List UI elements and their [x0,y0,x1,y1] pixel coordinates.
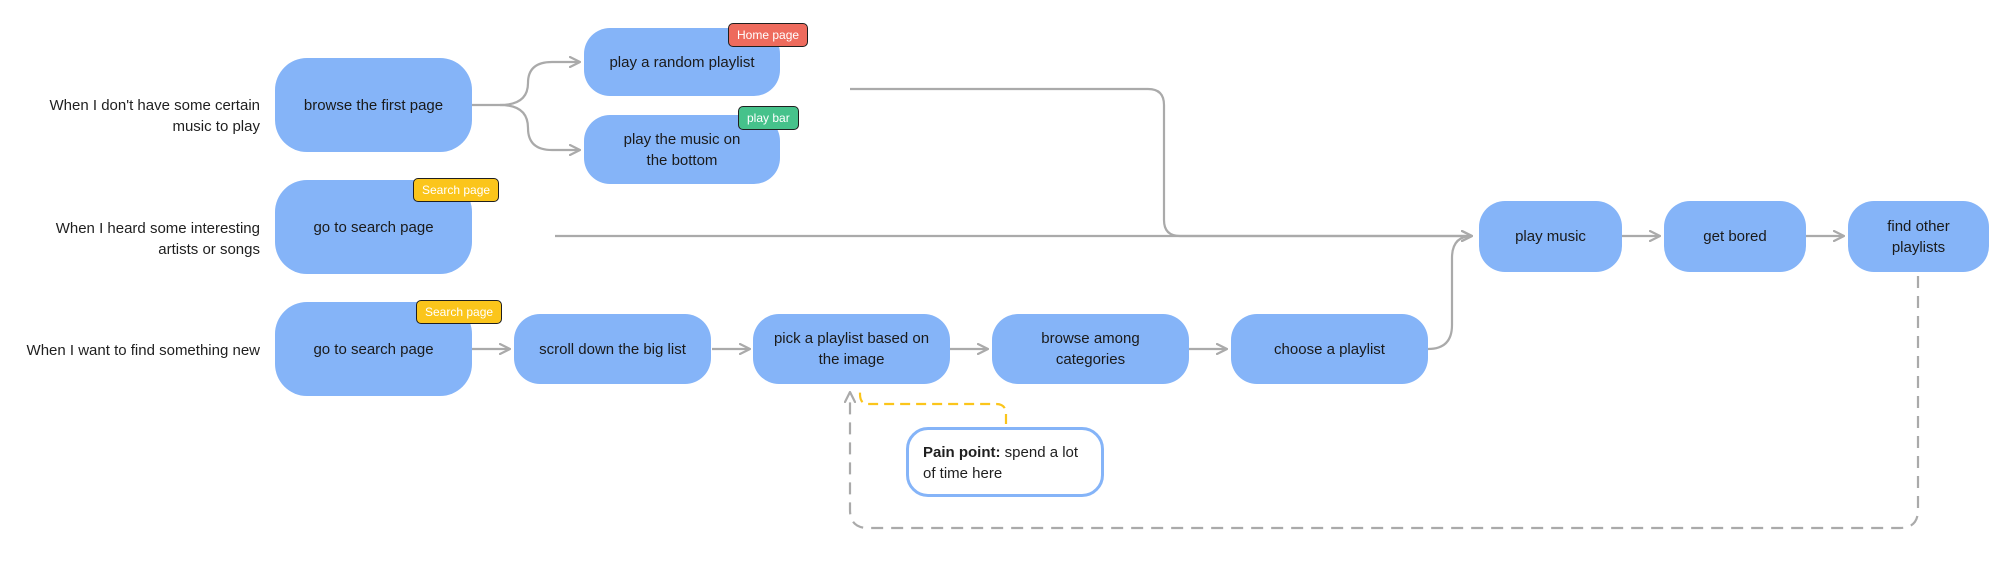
node-play-music[interactable]: play music [1479,201,1622,272]
node-browse-first-page[interactable]: browse the first page [275,58,472,152]
row-label-line: When I don't have some certain [49,97,260,114]
node-pick-playlist[interactable]: pick a playlist based on the image [753,314,950,384]
row-label-line: artists or songs [158,241,260,258]
node-label: find other playlists [1887,216,1950,258]
node-play-music-bottom[interactable]: play the music on the bottom [584,115,780,184]
node-label: get bored [1703,228,1767,245]
tag-home-page: Home page [728,23,809,47]
connector-browse-to-bottom [499,103,580,150]
node-label-line: playlists [1891,238,1946,256]
tag-search-page-2: Search page [416,300,503,324]
pain-point-callout: Pain point: spend a lot of time here [906,427,1104,497]
connector-choose-to-play-music [1427,236,1472,351]
tag-search-page-1: Search page [413,178,500,202]
node-label: browse the first page [303,96,444,114]
tag-play-bar: play bar [738,106,799,130]
row-label-line: music to play [172,118,260,135]
node-label: play music [1515,228,1586,245]
pain-point-text: spend a lot of time here [923,444,1079,482]
node-label: play the music on the bottom [624,129,741,171]
node-label-line: pick a playlist based on [773,330,930,347]
node-find-other-playlists[interactable]: find other playlists [1848,201,1989,272]
connector-browse-to-random [472,62,580,107]
row-label-line: When I want to find something new [26,342,260,359]
row-label-find-new: When I want to find something new [0,340,260,361]
node-label-line: categories [1055,351,1126,368]
node-label-line: find other [1887,217,1950,235]
node-label: go to search page [313,340,434,358]
node-label: choose a playlist [1274,340,1385,358]
node-label-line: browse among [1041,330,1140,347]
row-label-line: When I heard some interesting [55,220,260,237]
row-label-heard-artists: When I heard some interesting artists or… [0,218,260,260]
connector-loop-back [850,276,1920,530]
connector-home-to-play-music [850,87,1472,236]
row-label-no-music: When I don't have some certain music to … [0,95,260,137]
node-label: go to search page [313,218,434,236]
node-choose-playlist[interactable]: choose a playlist [1231,314,1428,384]
node-label: scroll down the big list [539,340,686,358]
node-get-bored[interactable]: get bored [1664,201,1806,272]
node-browse-categories[interactable]: browse among categories [992,314,1189,384]
node-label: pick a playlist based on the image [774,328,929,370]
node-scroll-down[interactable]: scroll down the big list [514,314,711,384]
node-label-line: play the music on [623,130,741,148]
node-label: browse among categories [1041,328,1139,370]
node-label: play a random playlist [609,53,755,71]
node-label-line: the bottom [646,151,718,169]
pain-point-connector [858,392,1008,424]
node-label-line: the image [818,351,885,368]
pain-point-title: Pain point: [923,444,1001,461]
